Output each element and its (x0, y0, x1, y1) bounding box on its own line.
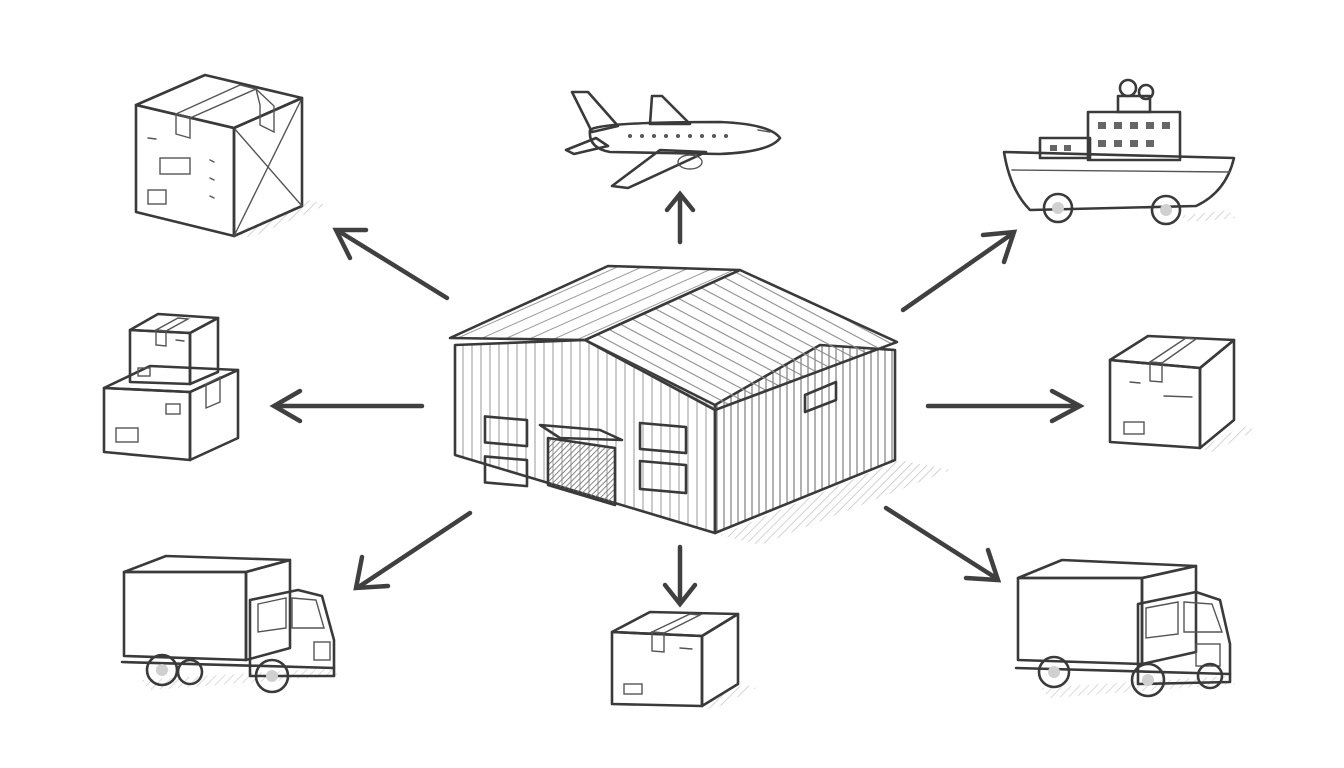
arrow-bottom-left (353, 510, 473, 591)
parcel-box-icon (134, 73, 326, 238)
arrow-bottom (662, 544, 698, 608)
parcel-box-icon (610, 610, 756, 710)
warehouse-icon (448, 264, 950, 545)
airplane-icon (564, 90, 782, 190)
arrow-top-right (900, 229, 1018, 313)
arrow-right (925, 388, 1085, 424)
stacked-boxes-icon (102, 312, 240, 462)
arrow-bottom-right (883, 505, 1002, 583)
parcel-box-icon (1108, 334, 1256, 452)
arrow-top (664, 190, 696, 245)
flow-arrows (269, 190, 1085, 608)
arrow-top-left (332, 227, 450, 301)
delivery-truck-icon (1014, 558, 1236, 698)
cargo-ship-icon (1002, 78, 1236, 226)
delivery-truck-icon (120, 554, 340, 694)
arrow-left (269, 388, 425, 424)
